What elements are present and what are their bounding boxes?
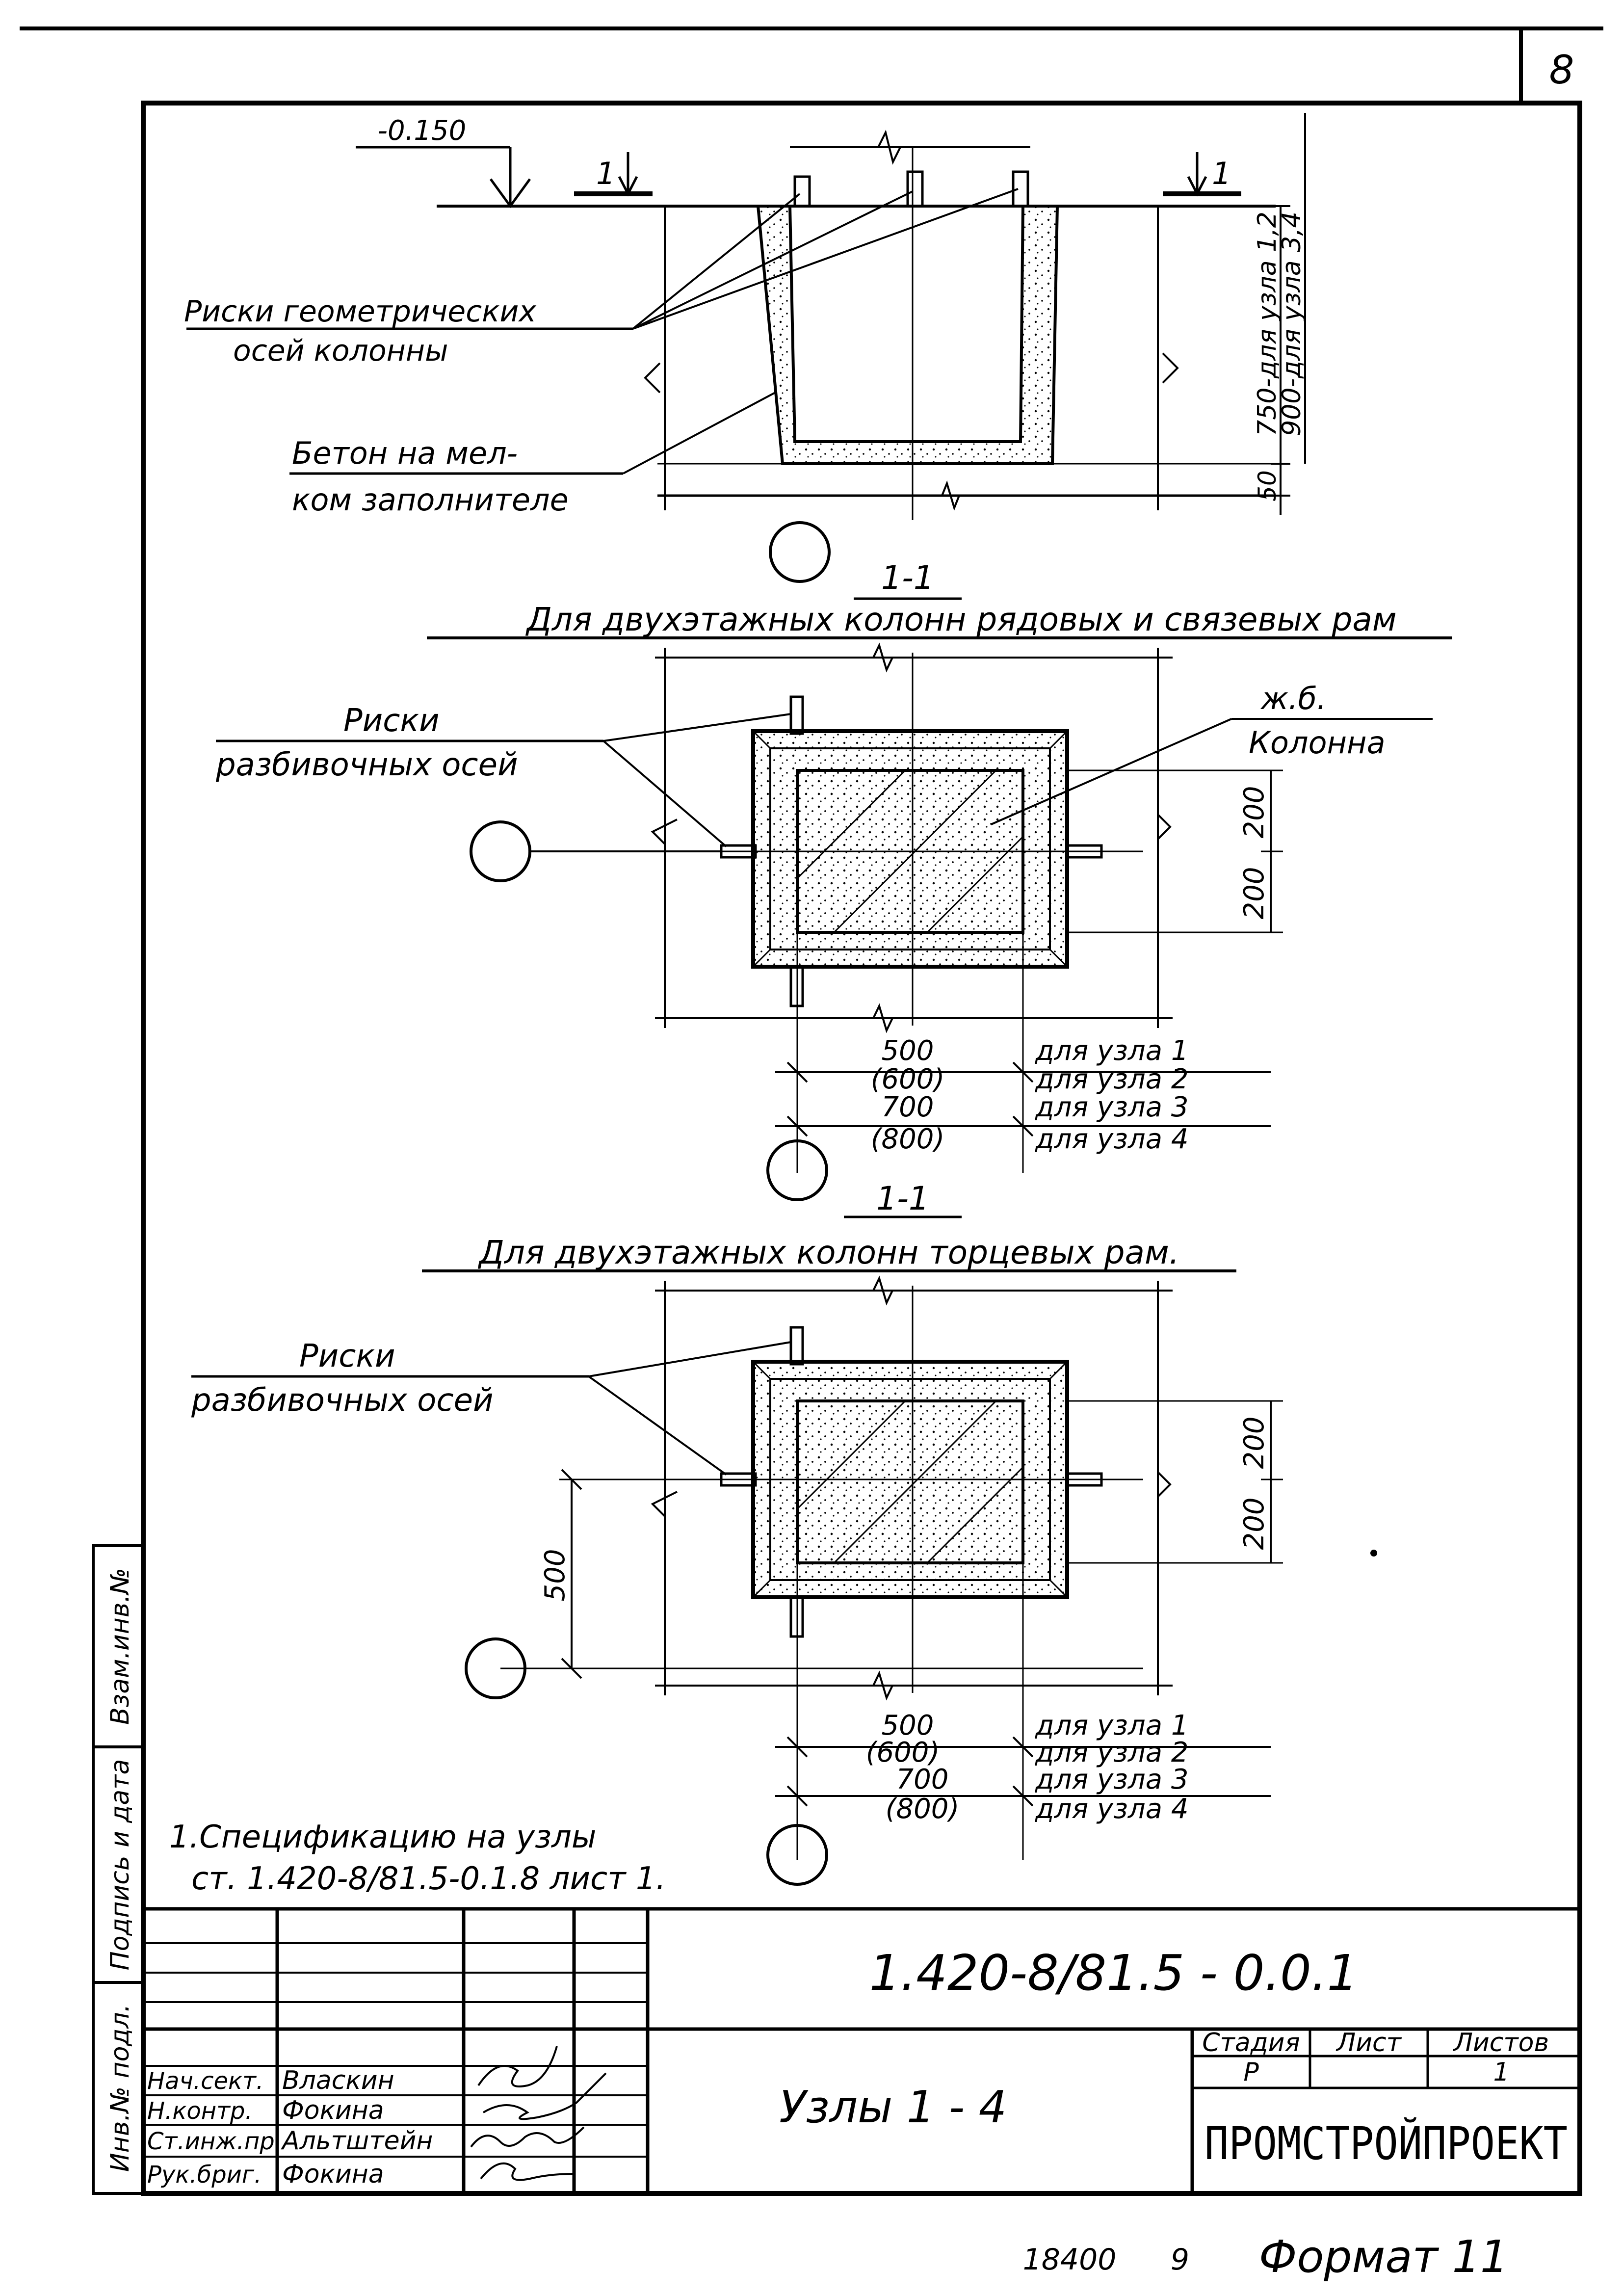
- section1-dim-value-3: 700: [882, 1091, 934, 1123]
- section2-leader-risks-line2: разбивочных осей: [191, 1382, 494, 1419]
- section2-dim-note-2: для узла 2: [1035, 1737, 1188, 1768]
- signature-name-4: Фокина: [282, 2160, 384, 2189]
- handwritten-signatures: [470, 2046, 607, 2181]
- title-block-grid: [143, 1907, 1580, 2193]
- section2-dim-right-upper: 200: [1238, 1417, 1270, 1469]
- elevation-label: -0.150: [378, 115, 467, 147]
- section1-leader-column-line2: Колонна: [1249, 725, 1386, 761]
- section1-plan: [216, 642, 1433, 1201]
- side-stamp-podpis-data: Подпись и дата: [105, 1759, 135, 1971]
- signature-role-2: Н.контр.: [147, 2097, 253, 2125]
- dim-base: 50: [1253, 470, 1282, 501]
- stage-header: Стадия: [1202, 2028, 1300, 2058]
- section2-dim-left: 500: [539, 1549, 571, 1602]
- section2-dim-value-2: (600): [866, 1737, 940, 1768]
- signature-name-2: Фокина: [282, 2096, 384, 2125]
- note-line1: 1.Спецификацию на узлы: [169, 1819, 596, 1855]
- sheets-value: 1: [1493, 2058, 1509, 2087]
- organization: ПРОМСТРОЙПРОЕКТ: [1204, 2117, 1568, 2170]
- sheet-frame: [20, 26, 1603, 2196]
- section1-dim-value-2: (600): [871, 1063, 945, 1095]
- signature-name-1: Власкин: [282, 2066, 394, 2095]
- leader-axes-line1: Риски геометрических: [184, 294, 536, 329]
- section2-plan: [191, 1275, 1377, 1886]
- section-mark-right: 1: [1212, 156, 1231, 191]
- signature-name-3: Альтштейн: [281, 2126, 433, 2156]
- section2-dim-note-4: для узла 4: [1035, 1793, 1188, 1825]
- section1-dim-note-4: для узла 4: [1035, 1123, 1188, 1155]
- section2-mark: 1-1: [876, 1180, 929, 1217]
- section1-leader-column-line1: ж.б.: [1260, 681, 1327, 716]
- side-stamp: [92, 1544, 145, 2195]
- dim-depth-b: 900-для узла 3,4: [1277, 211, 1307, 436]
- section2-heading: [422, 1215, 1236, 1272]
- section1-leader-risks-line1: Риски: [343, 703, 440, 739]
- section1-heading: [427, 597, 1452, 639]
- section2-leader-risks-line1: Риски: [299, 1338, 395, 1374]
- section2-dim-value-3: 700: [896, 1764, 949, 1795]
- section1-dim-right-upper: 200: [1238, 786, 1270, 839]
- section1-dim-note-1: для узла 1: [1035, 1035, 1188, 1067]
- footer-order-number: 18400: [1023, 2243, 1117, 2277]
- section1-dim-note-3: для узла 3: [1035, 1091, 1188, 1123]
- signature-role-3: Ст.инж.пр.: [147, 2128, 282, 2155]
- footer-copy-number: 9: [1171, 2243, 1189, 2277]
- sheets-header: Листов: [1453, 2028, 1549, 2058]
- section2-dim-note-1: для узла 1: [1035, 1710, 1188, 1742]
- stage-value: Р: [1243, 2058, 1259, 2087]
- section1-dim-value-1: 500: [882, 1035, 934, 1067]
- section2-dim-value-1: 500: [882, 1710, 934, 1742]
- section-mark-left: 1: [596, 156, 615, 191]
- side-stamp-inv-podl: Инв.№ подл.: [105, 2004, 135, 2172]
- footer-format: Формат 11: [1259, 2231, 1508, 2283]
- section2-dim-value-4: (800): [886, 1793, 960, 1825]
- leader-concrete-line2: ком заполнителе: [292, 482, 569, 518]
- section2-dim-note-3: для узла 3: [1035, 1764, 1188, 1795]
- section2-dim-right-lower: 200: [1238, 1498, 1270, 1550]
- section2-title: Для двухэтажных колонн торцевых рам.: [477, 1234, 1179, 1271]
- sheet-header: Лист: [1335, 2028, 1402, 2058]
- signature-role-4: Рук.бриг.: [147, 2161, 262, 2189]
- section1-dim-right-lower: 200: [1238, 867, 1270, 920]
- sheet-number: 8: [1549, 47, 1574, 93]
- leader-concrete-line1: Бетон на мел-: [292, 435, 518, 471]
- note-line2: ст. 1.420-8/81.5-0.1.8 лист 1.: [191, 1861, 666, 1897]
- section1-leader-risks-line2: разбивочных осей: [215, 747, 518, 783]
- section1-dim-value-4: (800): [871, 1123, 945, 1155]
- section1-mark: 1-1: [881, 559, 934, 597]
- leader-axes-line2: осей колонны: [233, 334, 448, 368]
- top-pit-detail: [186, 113, 1306, 583]
- side-stamp-vzam-inv: Взам.инв.№: [105, 1568, 135, 1725]
- document-code: 1.420-8/81.5 - 0.0.1: [869, 1944, 1358, 2002]
- drawing-title: Узлы 1 - 4: [779, 2082, 1007, 2133]
- dim-depth-a: 750-для узла 1,2: [1253, 211, 1282, 436]
- section1-dim-note-2: для узла 2: [1035, 1063, 1188, 1095]
- section1-title: Для двухэтажных колонн рядовых и связевы…: [525, 601, 1396, 638]
- signature-role-1: Нач.сект.: [147, 2067, 263, 2095]
